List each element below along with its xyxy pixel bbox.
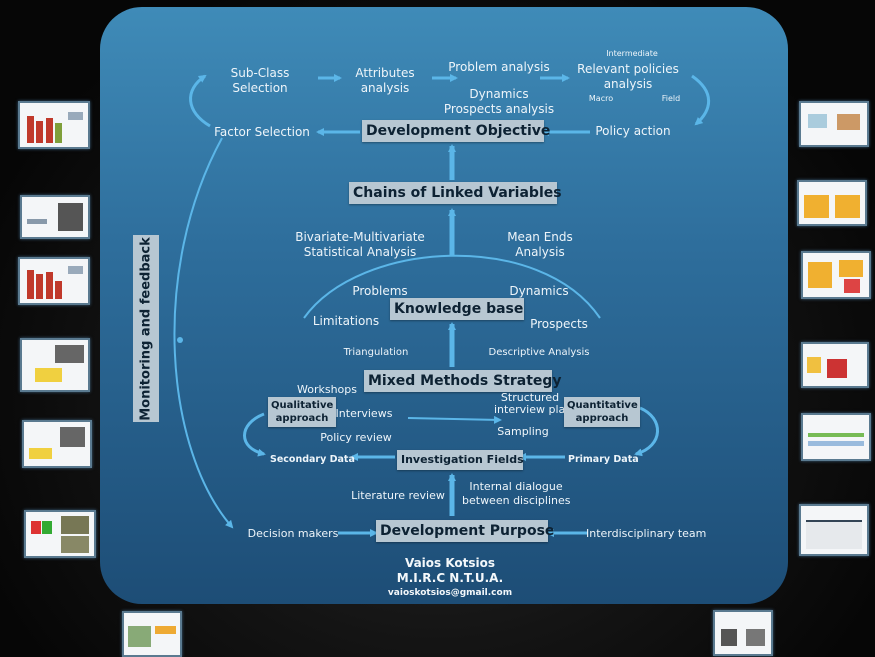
sampling-label: Sampling	[497, 425, 549, 438]
author-organization: M.I.R.C N.T.U.A.	[396, 571, 504, 585]
interdisciplinary-team-label: Interdisciplinary team	[586, 527, 707, 540]
limitations-label: Limitations	[312, 314, 380, 328]
investigation-fields-box: Investigation Fields	[397, 450, 524, 470]
author-name: Vaios Kotsios	[404, 556, 496, 570]
development-objective-box: Development Objective	[362, 120, 550, 142]
slide-thumbnail-left-5[interactable]	[22, 420, 92, 468]
slide-thumbnail-bottom-left[interactable]	[122, 611, 182, 657]
knowledge-arc	[303, 254, 601, 319]
interviews-label: Interviews	[335, 407, 393, 420]
triangulation-label: Triangulation	[343, 347, 409, 358]
descriptive-analysis-label: Descriptive Analysis	[488, 347, 590, 358]
arrow-interviews-to-structured	[407, 415, 502, 424]
mixed-methods-strategy-box: Mixed Methods Strategy	[364, 370, 562, 392]
slide-thumbnail-right-4[interactable]	[801, 342, 869, 388]
policy-action-label: Policy action	[595, 124, 671, 138]
attributes-analysis-label: Attributes analysis	[355, 66, 415, 95]
chains-of-linked-variables-box: Chains of Linked Variables	[349, 182, 562, 204]
qualitative-approach-box: Qualitative approach	[268, 397, 336, 427]
intermediate-label: Intermediate	[606, 49, 658, 58]
literature-review-label: Literature review	[351, 489, 445, 502]
arrow-policies-to-action	[691, 74, 710, 126]
slide-thumbnail-left-3[interactable]	[18, 257, 90, 305]
bivariate-multivariate-label: Bivariate-Multivariate Statistical Analy…	[295, 230, 425, 259]
quantitative-approach-box: Quantitative approach	[564, 397, 640, 427]
decision-makers-label: Decision makers	[247, 527, 339, 540]
slide-thumbnail-right-3[interactable]	[801, 251, 871, 299]
secondary-data-label: Secondary Data	[270, 454, 355, 465]
arrow-quantitative-loop	[634, 406, 659, 457]
slide-thumbnail-right-6[interactable]	[799, 504, 869, 556]
sub-class-selection-label: Sub-Class Selection	[230, 66, 290, 95]
slide-thumbnail-bottom-right[interactable]	[713, 610, 773, 656]
slide-thumbnail-left-6[interactable]	[24, 510, 96, 558]
prospects-label: Prospects	[530, 317, 588, 331]
arrow-factor-to-subclass	[189, 74, 211, 128]
monitoring-and-feedback-label: Monitoring and feedback	[138, 236, 154, 421]
problems-label: Problems	[352, 284, 408, 298]
field-label: Field	[661, 94, 681, 103]
slide-thumbnail-left-1[interactable]	[18, 101, 90, 149]
slide-thumbnail-right-1[interactable]	[799, 101, 869, 147]
structured-interview-label: Structured interview plan	[494, 391, 573, 416]
factor-selection-label: Factor Selection	[214, 125, 310, 139]
problem-analysis-label: Problem analysis	[448, 60, 550, 74]
knowledge-base-box: Knowledge base	[390, 298, 524, 320]
relevant-policies-label: Relevant policies analysis	[577, 62, 679, 91]
feedback-arc	[173, 137, 234, 529]
policy-review-label: Policy review	[320, 431, 392, 444]
author-email: vaioskotsios@gmail.com	[387, 588, 513, 598]
slide-thumbnail-right-5[interactable]	[801, 413, 871, 461]
arrow-qualitative-loop	[243, 412, 266, 457]
slide-thumbnail-left-2[interactable]	[20, 195, 90, 239]
dynamics-prospects-label: Dynamics Prospects analysis	[443, 87, 555, 116]
feedback-node	[177, 337, 183, 343]
development-purpose-box: Development Purpose	[376, 520, 554, 542]
primary-data-label: Primary Data	[568, 454, 639, 465]
mean-ends-label: Mean Ends Analysis	[507, 230, 573, 259]
monitoring-and-feedback-box: Monitoring and feedback	[133, 235, 159, 422]
dynamics-label: Dynamics	[509, 284, 569, 298]
slide-thumbnail-right-2[interactable]	[797, 180, 867, 226]
slide-thumbnail-left-4[interactable]	[20, 338, 90, 392]
internal-dialogue-label: Internal dialogue between disciplines	[462, 480, 571, 507]
workshops-label: Workshops	[296, 383, 357, 396]
macro-label: Macro	[588, 94, 614, 103]
